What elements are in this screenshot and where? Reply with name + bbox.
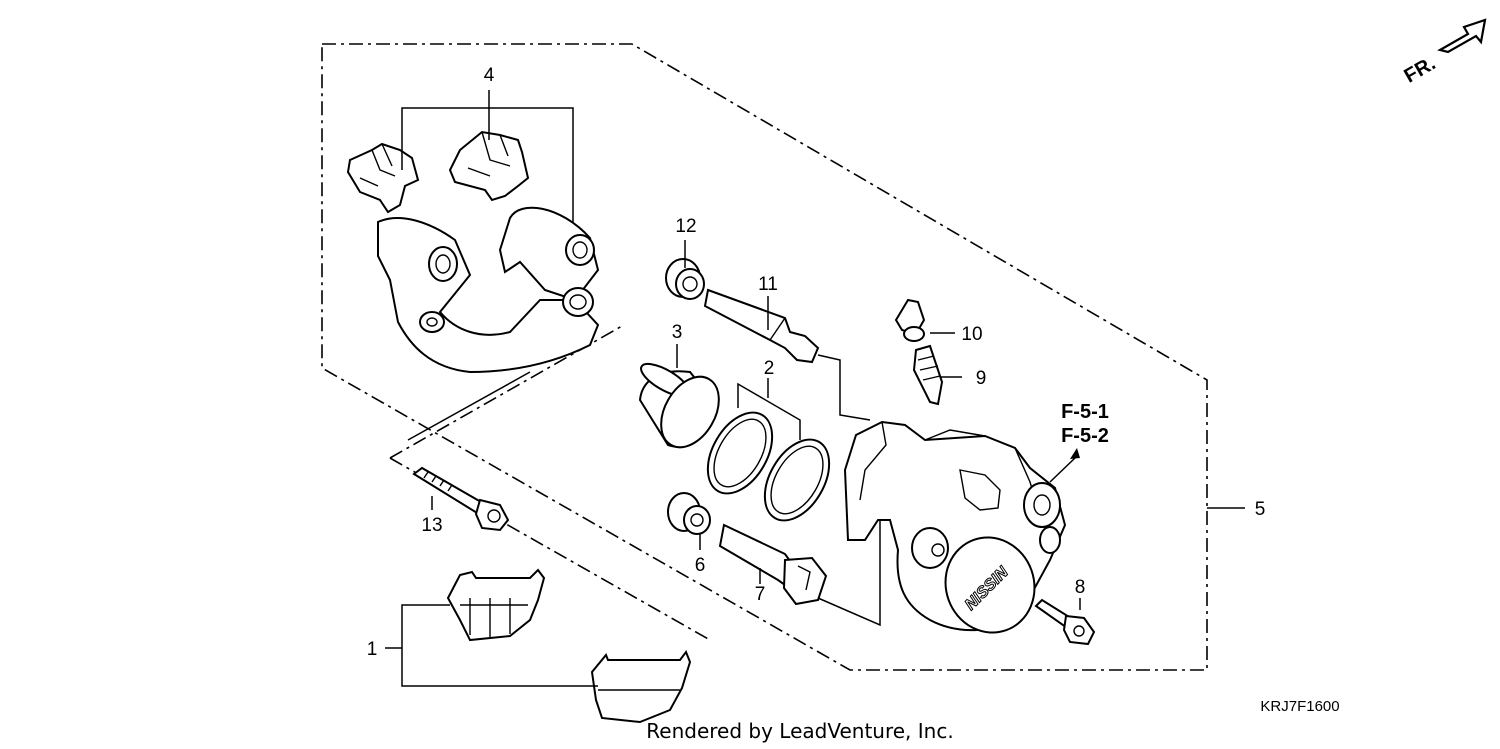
pin-bolt[interactable] [1034, 598, 1096, 646]
reference-f-5-1[interactable]: F-5-1 [1061, 401, 1109, 423]
piston[interactable] [637, 358, 731, 458]
callout-6: 6 [695, 555, 706, 576]
callout-9: 9 [976, 368, 987, 389]
reference-arrowhead [1070, 448, 1080, 459]
slide-pin-upper[interactable] [703, 288, 820, 364]
callout-11: 11 [758, 274, 778, 295]
caliper-body[interactable] [843, 420, 1067, 645]
front-direction-label: FR. [1401, 52, 1440, 87]
callout-2: 2 [764, 358, 775, 379]
callout-1: 1 [367, 639, 378, 660]
callout-5: 5 [1255, 499, 1266, 520]
diagram-code: KRJ7F1600 [1260, 698, 1339, 715]
leader-4 [401, 107, 574, 222]
mounting-bolt[interactable] [412, 466, 510, 532]
pad-spring-right[interactable] [448, 130, 530, 202]
brake-pad-lower[interactable] [590, 649, 692, 724]
boot-lower[interactable] [667, 492, 711, 535]
callout-7: 7 [755, 584, 766, 605]
callout-8: 8 [1075, 577, 1086, 598]
front-direction-indicator: FR. [1401, 18, 1487, 88]
render-credit: Rendered by LeadVenture, Inc. [646, 719, 953, 743]
callout-12: 12 [675, 216, 696, 237]
pad-spring-left[interactable] [346, 142, 420, 214]
reference-f-5-2[interactable]: F-5-2 [1061, 425, 1109, 447]
slide-pin-lower[interactable] [718, 523, 828, 606]
brake-pad-upper[interactable] [446, 568, 546, 642]
callout-10: 10 [961, 324, 982, 345]
callout-13: 13 [421, 515, 442, 536]
boot-upper[interactable] [665, 258, 705, 300]
arrow-icon [1437, 18, 1487, 54]
callout-4: 4 [484, 65, 495, 86]
callout-3: 3 [672, 322, 683, 343]
bleeder-cap[interactable] [894, 298, 926, 342]
bleeder-valve[interactable] [912, 344, 944, 406]
caliper-bracket[interactable] [377, 206, 600, 374]
piston-seals[interactable] [695, 401, 843, 531]
